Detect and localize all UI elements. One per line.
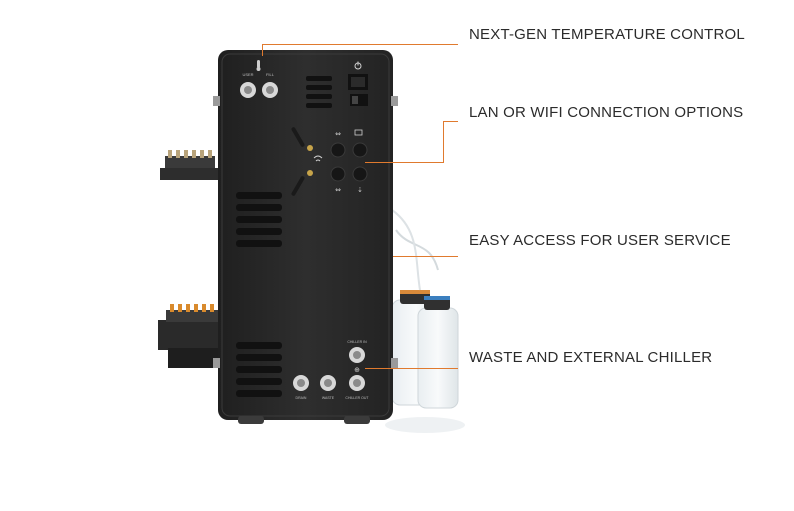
monitor-icon <box>354 129 363 136</box>
power-icon <box>354 61 362 70</box>
port-fill-label: FILL <box>266 72 275 77</box>
waste-port-label: WASTE <box>322 396 335 400</box>
bottom-fluid-ports: ⊕ <box>293 347 365 391</box>
leader-line-lan-h2 <box>365 162 444 163</box>
callout-user-service: EASY ACCESS FOR USER SERVICE <box>469 232 731 249</box>
network-icon: ⇔ <box>335 130 341 138</box>
top-fluid-ports <box>240 82 278 98</box>
connector-panel: ⇔ ⇔ ⇣ <box>330 129 368 194</box>
leader-line-temperature-v <box>262 44 263 56</box>
service-vent <box>236 192 282 247</box>
usb-icon: ⇣ <box>357 186 363 194</box>
thermometer-icon <box>256 60 261 71</box>
leader-line-temperature-h <box>262 44 458 45</box>
callout-connection-options: LAN OR WIFI CONNECTION OPTIONS <box>469 104 744 121</box>
upper-vent <box>306 76 332 108</box>
leader-line-lan-h1 <box>443 121 458 122</box>
sample-rack-upper <box>160 150 220 180</box>
svg-text:⇔: ⇔ <box>335 186 341 194</box>
leader-line-service <box>393 256 458 257</box>
port-user-label: USER <box>242 72 253 77</box>
leader-line-chiller <box>365 368 458 369</box>
lower-vent <box>236 342 282 397</box>
svg-text:⇣: ⇣ <box>357 186 363 194</box>
svg-text:⇔: ⇔ <box>335 130 341 138</box>
svg-text:⊕: ⊕ <box>354 366 360 374</box>
callout-temperature-control: NEXT-GEN TEMPERATURE CONTROL <box>469 26 745 43</box>
chiller-in-label: CHILLER IN <box>347 340 367 344</box>
wifi-antennas <box>291 127 313 196</box>
sample-rack-lower <box>158 304 220 368</box>
device-body <box>213 50 398 424</box>
power-switch <box>348 74 368 106</box>
drain-port-label: DRAIN <box>296 396 307 400</box>
callout-waste-chiller: WASTE AND EXTERNAL CHILLER <box>469 349 713 366</box>
reagent-bottles <box>385 209 465 433</box>
wifi-icon <box>313 155 323 162</box>
chiller-out-label: CHILLER OUT <box>345 396 369 400</box>
leader-line-lan-v <box>443 121 444 163</box>
